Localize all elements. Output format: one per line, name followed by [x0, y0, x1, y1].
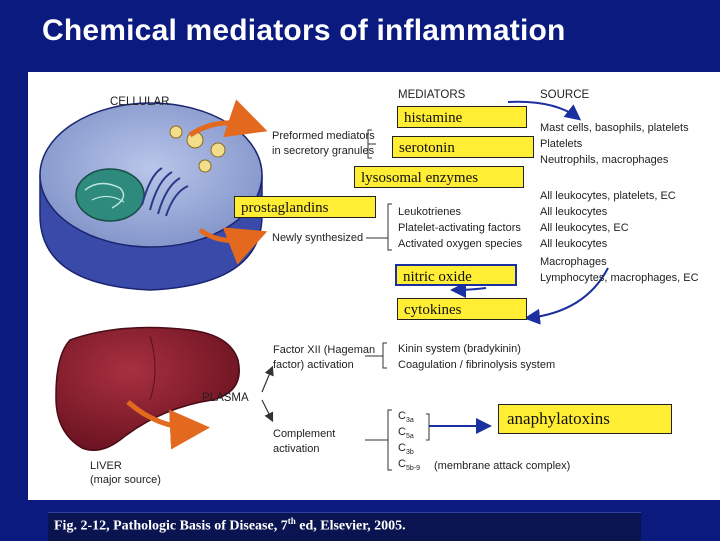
source-item: All leukocytes	[540, 206, 608, 218]
granule	[169, 125, 183, 139]
prostaglandins-box: prostaglandins	[234, 196, 376, 218]
source-item: Mast cells, basophils, platelets	[540, 122, 689, 134]
granule	[198, 159, 212, 173]
cellular-label: CELLULAR	[110, 96, 170, 108]
citation-text: Fig. 2-12, Pathologic Basis of Disease, …	[54, 516, 406, 534]
slide-title: Chemical mediators of inflammation	[42, 14, 566, 47]
source-item: All leukocytes, EC	[540, 222, 629, 234]
source-item: All leukocytes	[540, 238, 608, 250]
mediators-header: MEDIATORS	[398, 89, 466, 101]
nitric-oxide-box: nitric oxide	[395, 264, 517, 286]
mediator-item: Activated oxygen species	[398, 238, 523, 250]
arrow-orange-synthesized	[198, 227, 268, 265]
granule	[210, 142, 226, 158]
citation-bar: Fig. 2-12, Pathologic Basis of Disease, …	[48, 512, 641, 541]
plasma-label: PLASMA	[202, 392, 249, 404]
c3b-label: C3b	[398, 442, 414, 457]
mediator-item: Platelet-activating factors	[398, 222, 521, 234]
arrow-orange-liver	[126, 400, 210, 450]
source-item: Platelets	[540, 138, 583, 150]
c5b9-label: C5b-9	[398, 458, 420, 473]
arrow-orange-preformed	[188, 99, 268, 138]
liver-label-2: (major source)	[90, 474, 161, 486]
complement-label-1: Complement	[273, 428, 336, 440]
source-item: All leukocytes, platelets, EC	[540, 190, 676, 202]
newly-synthesized-label: Newly synthesized	[272, 232, 364, 244]
mediator-item: Leukotrienes	[398, 206, 461, 218]
liver-label-1: LIVER	[90, 460, 122, 472]
source-item: Macrophages	[540, 256, 607, 268]
complement-label-2: activation	[273, 443, 320, 455]
arrow-blue-nitric-oxide	[450, 281, 487, 298]
lysosomal-enzymes-box: lysosomal enzymes	[354, 166, 524, 188]
factor12-label-1: Factor XII (Hageman	[273, 344, 376, 356]
coagulation-label: Coagulation / fibrinolysis system	[398, 359, 556, 371]
cytokines-box: cytokines	[397, 298, 527, 320]
preformed-label-1: Preformed mediators	[272, 130, 375, 142]
factor12-label-2: factor) activation	[273, 359, 354, 371]
arrow-blue-cytokines	[524, 267, 609, 325]
liver-illustration	[55, 326, 240, 451]
arrow-blue-histamine	[507, 100, 582, 121]
source-item: Neutrophils, macrophages	[540, 154, 669, 166]
c5a-label: C5a	[398, 426, 414, 441]
cell-illustration	[39, 102, 263, 291]
membrane-attack-label: (membrane attack complex)	[434, 460, 571, 472]
serotonin-box: serotonin	[392, 136, 534, 158]
source-header: SOURCE	[540, 89, 590, 101]
source-item: Lymphocytes, macrophages, EC	[540, 272, 699, 284]
preformed-label-2: in secretory granules	[272, 145, 375, 157]
kinin-label: Kinin system (bradykinin)	[398, 343, 521, 355]
nucleus	[75, 168, 145, 222]
c3a-label: C3a	[398, 410, 414, 425]
histamine-box: histamine	[397, 106, 527, 128]
anaphylatoxins-box: anaphylatoxins	[498, 404, 672, 434]
